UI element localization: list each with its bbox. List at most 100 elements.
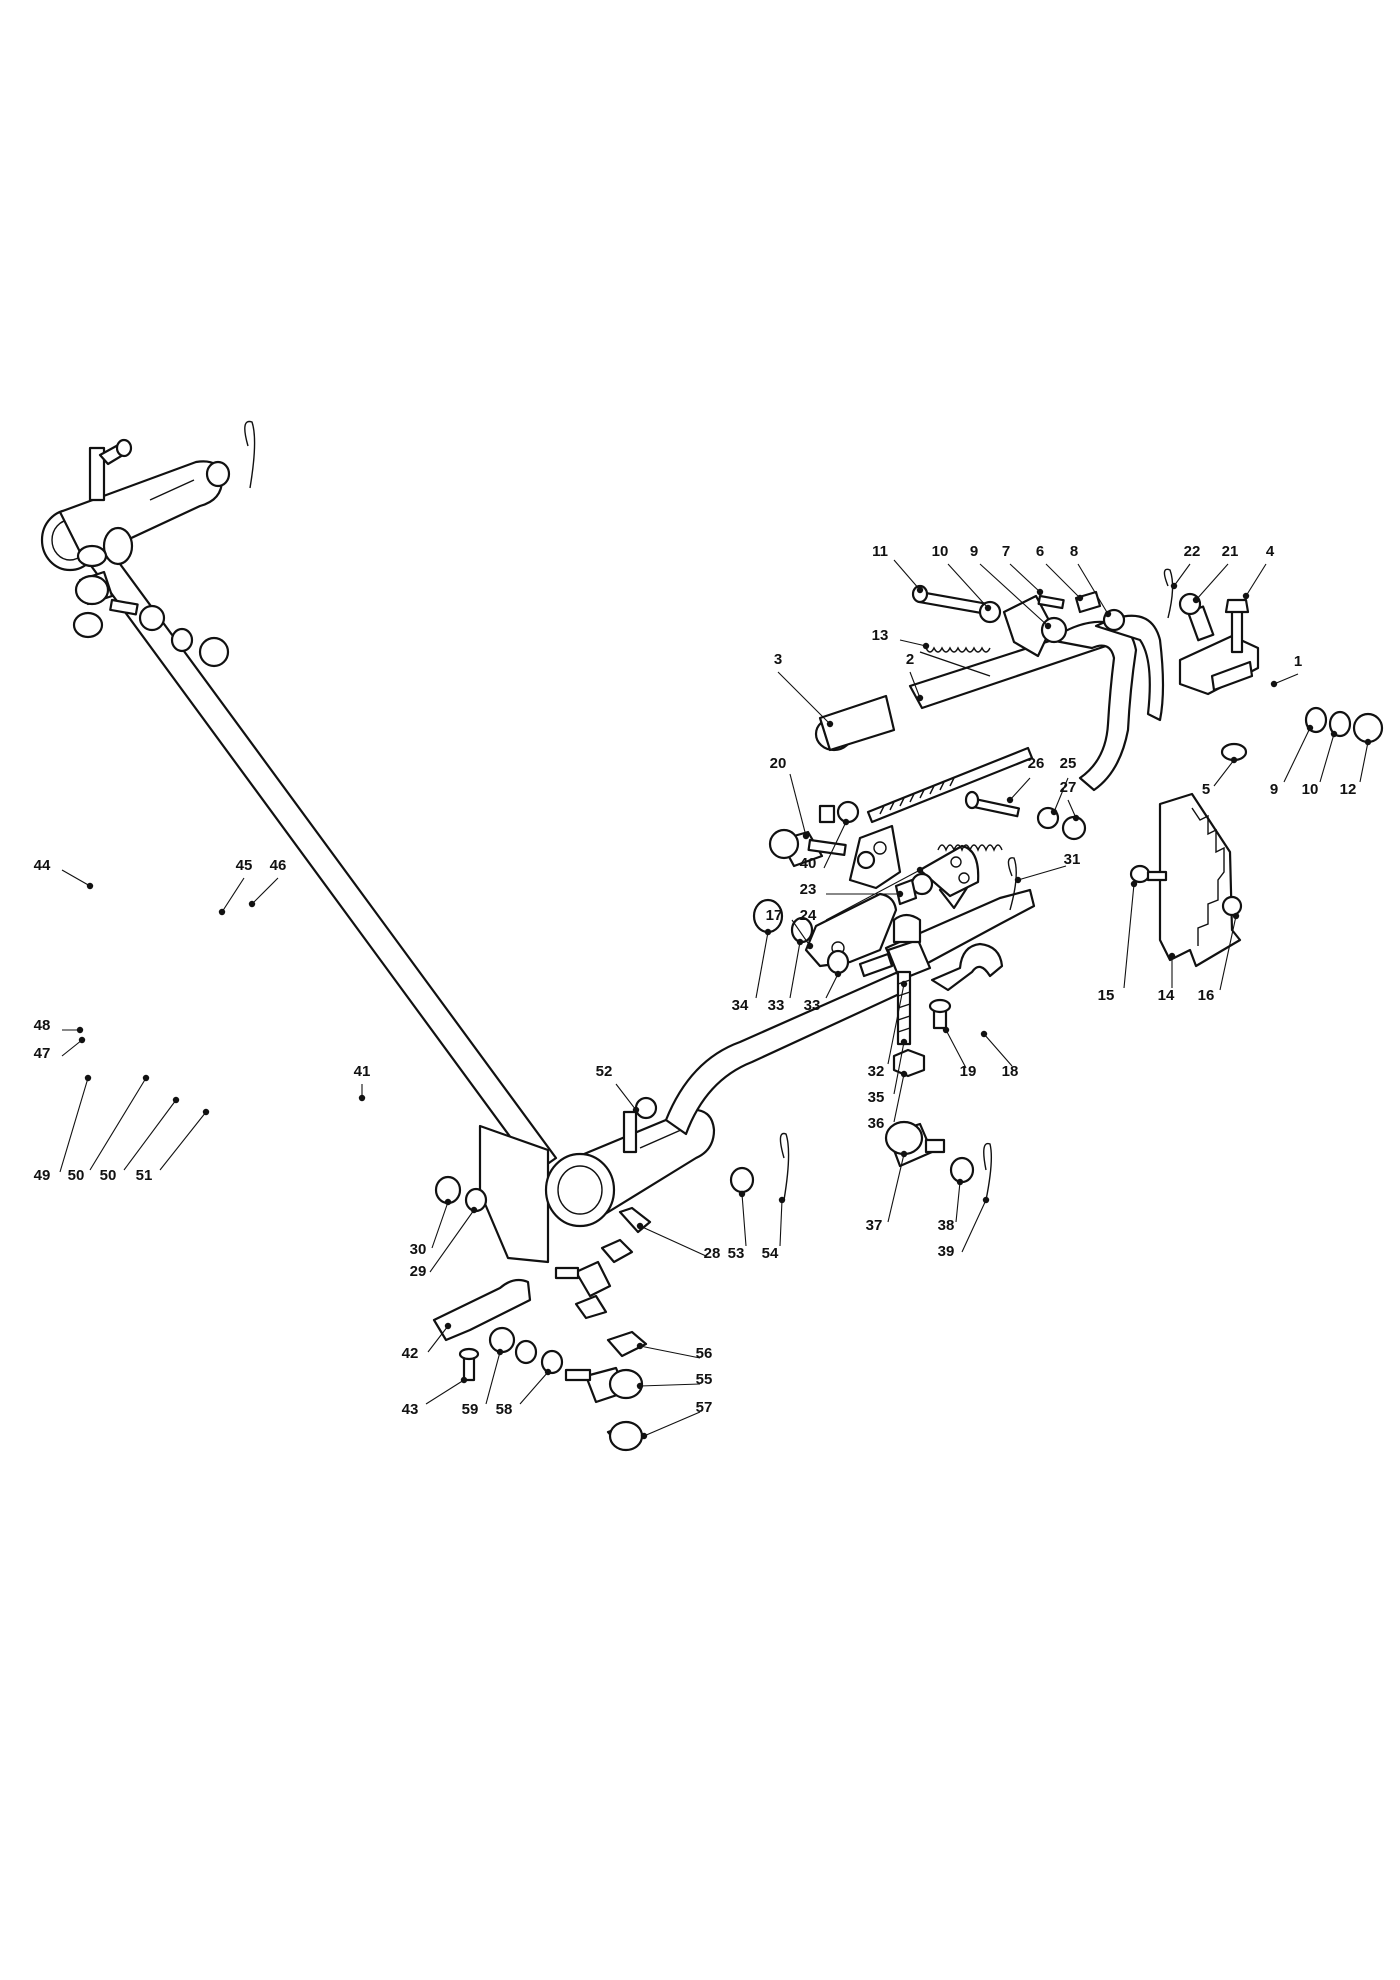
callout-leader-dot	[1330, 730, 1338, 738]
callout-leader-line	[1359, 741, 1369, 783]
callout-leader-dot	[842, 818, 850, 826]
callout-c16: 16	[1198, 912, 1240, 1004]
callout-leader-dot	[460, 1376, 468, 1384]
callout-number: 16	[1198, 987, 1215, 1004]
callout-number: 46	[270, 857, 287, 874]
callout-number: 24	[800, 907, 817, 924]
part-31-clip	[894, 857, 1017, 911]
callout-c29: 29	[410, 1206, 478, 1280]
callout-number: 26	[1028, 755, 1045, 772]
callout-number: 27	[1060, 779, 1077, 796]
callout-leader-dot	[802, 832, 810, 840]
callout-number: 10	[932, 543, 949, 560]
callout-leader-dot	[900, 980, 908, 988]
callout-leader-line	[1009, 563, 1041, 593]
callout-leader-dot	[942, 1026, 950, 1034]
callout-c33a: 33	[768, 938, 804, 1014]
callout-leader-dot	[142, 1074, 150, 1082]
callout-c33b: 33	[804, 970, 842, 1014]
callout-number: 54	[762, 1245, 779, 1262]
callout-number: 1	[1294, 653, 1302, 670]
callout-c50b: 50	[100, 1096, 180, 1184]
callout-number: 45	[236, 857, 253, 874]
callout-leader-line	[1245, 563, 1267, 597]
callout-leader-line	[887, 1153, 905, 1223]
callout-leader-line	[1283, 727, 1311, 783]
callout-leader-dot	[900, 1070, 908, 1078]
callout-leader-line	[1045, 563, 1081, 599]
callout-leader-dot	[470, 1206, 478, 1214]
callout-number: 42	[402, 1345, 419, 1362]
callout-leader-line	[961, 1199, 987, 1253]
callout-leader-dot	[1036, 588, 1044, 596]
callout-leader-line	[1319, 733, 1335, 783]
callout-number: 48	[34, 1017, 51, 1034]
callout-leader-line	[979, 563, 1049, 627]
callout-leader-dot	[916, 694, 924, 702]
callout-number: 6	[1036, 543, 1044, 560]
callout-number: 15	[1098, 987, 1115, 1004]
callout-leader-dot	[1072, 814, 1080, 822]
callout-number: 31	[1064, 851, 1081, 868]
callout-number: 50	[100, 1167, 117, 1184]
callout-c6: 6	[1036, 543, 1084, 602]
callout-c48: 48	[34, 1017, 84, 1034]
callout-leader-dot	[922, 642, 930, 650]
callout-leader-line	[755, 931, 769, 999]
callout-leader-line	[221, 877, 245, 913]
callout-c32: 32	[868, 980, 908, 1080]
callout-leader-dot	[1044, 622, 1052, 630]
callout-leader-line	[639, 1225, 707, 1257]
callout-leader-line	[983, 1033, 1013, 1067]
callout-c4: 4	[1242, 543, 1275, 600]
callout-c39: 39	[938, 1196, 990, 1260]
callout-leader-line	[1273, 673, 1299, 685]
callout-leader-line	[955, 1181, 961, 1223]
callout-number: 13	[872, 627, 889, 644]
callout-leader-dot	[1242, 592, 1250, 600]
callout-leader-dot	[1230, 756, 1238, 764]
callout-c50a: 50	[68, 1074, 150, 1184]
callout-leader-dot	[632, 1106, 640, 1114]
callout-number: 44	[34, 857, 51, 874]
callout-leader-line	[123, 1099, 177, 1171]
callout-c22: 22	[1170, 543, 1200, 590]
callout-leader-dot	[86, 882, 94, 890]
callout-c11: 11	[872, 543, 924, 594]
callout-leader-dot	[1168, 952, 1176, 960]
callout-leader-line	[639, 1383, 701, 1387]
callout-number: 39	[938, 1243, 955, 1260]
callout-c46: 46	[248, 857, 287, 908]
callout-c2: 2	[906, 651, 924, 702]
callout-c20: 20	[770, 755, 810, 840]
callout-c17: 17	[766, 907, 814, 950]
callout-leader-line	[59, 1077, 89, 1173]
callout-c55: 55	[636, 1371, 712, 1390]
callout-leader-line	[615, 1083, 637, 1111]
callout-leader-dot	[496, 1348, 504, 1356]
callout-leader-dot	[956, 1178, 964, 1186]
callout-leader-dot	[78, 1036, 86, 1044]
callout-leader-dot	[1270, 680, 1278, 688]
callout-leader-dot	[916, 586, 924, 594]
callout-leader-dot	[1014, 876, 1022, 884]
callout-number: 9	[970, 543, 978, 560]
callout-leader-dot	[834, 970, 842, 978]
callout-number: 50	[68, 1167, 85, 1184]
callout-leader-line	[1067, 799, 1077, 819]
callout-c56: 56	[636, 1342, 712, 1362]
callout-c54: 54	[762, 1196, 786, 1262]
callout-leader-dot	[778, 1196, 786, 1204]
callout-leader-dot	[896, 890, 904, 898]
part-center-pivot	[478, 1096, 716, 1264]
callout-leader-line	[431, 1201, 449, 1249]
callout-leader-dot	[1050, 808, 1058, 816]
callout-c41: 41	[354, 1063, 370, 1102]
callout-leader-line	[159, 1111, 207, 1171]
callout-c15: 15	[1098, 880, 1138, 1004]
callout-number: 37	[866, 1217, 883, 1234]
callout-leader-line	[1077, 563, 1109, 615]
callout-leader-dot	[218, 908, 226, 916]
callout-c8: 8	[1070, 543, 1112, 618]
callout-leader-line	[61, 1039, 83, 1057]
